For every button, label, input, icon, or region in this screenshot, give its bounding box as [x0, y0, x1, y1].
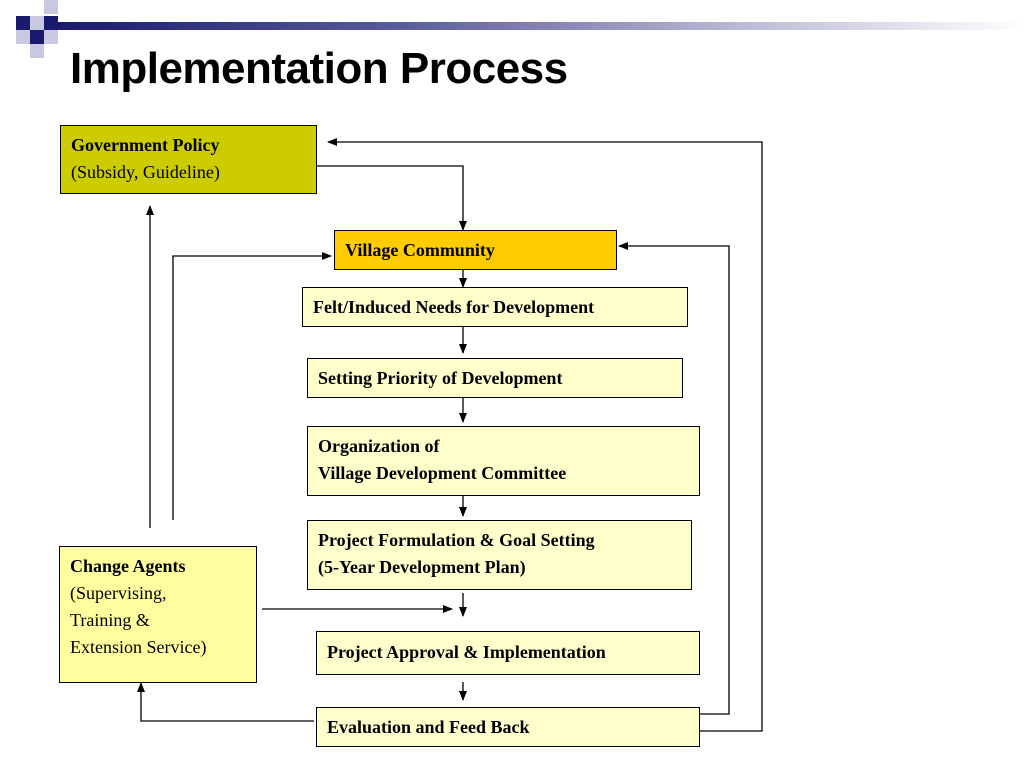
village-community-box: Village Community [334, 230, 617, 270]
organization-box: Organization of Village Development Comm… [307, 426, 700, 496]
evaluation-feedback-box: Evaluation and Feed Back [316, 707, 700, 747]
setting-priority-box: Setting Priority of Development [307, 358, 683, 398]
deco-square [44, 30, 58, 44]
felt-induced-needs-box: Felt/Induced Needs for Development [302, 287, 688, 327]
formulation-line-1: Project Formulation & Goal Setting [318, 530, 595, 550]
arrow-government-to-village [316, 165, 467, 231]
arrow-evaluation-to-government [327, 138, 763, 732]
formulation-line-2: (5-Year Development Plan) [318, 557, 526, 577]
change-agents-line-1: (Supervising, [70, 583, 167, 603]
arrow-evaluation-to-change-agents [137, 682, 314, 722]
organization-line-1: Organization of [318, 436, 440, 456]
deco-square [44, 16, 58, 30]
arrow-change-agents-to-village [172, 252, 332, 520]
change-agents-line-2: Training & [70, 610, 150, 630]
arrow-evaluation-to-village [618, 242, 730, 715]
change-agents-line-3: Extension Service) [70, 637, 207, 657]
deco-square [16, 30, 30, 44]
deco-square [30, 30, 44, 44]
government-policy-title: Government Policy [71, 135, 220, 155]
deco-square [30, 16, 44, 30]
deco-square [16, 16, 30, 30]
government-policy-subtitle: (Subsidy, Guideline) [71, 162, 220, 182]
project-formulation-box: Project Formulation & Goal Setting (5-Ye… [307, 520, 692, 590]
title-bar [58, 22, 1024, 30]
change-agents-box: Change Agents (Supervising, Training & E… [59, 546, 257, 683]
page-title: Implementation Process [70, 44, 568, 93]
organization-line-2: Village Development Committee [318, 463, 567, 483]
deco-square [30, 44, 44, 58]
government-policy-box: Government Policy (Subsidy, Guideline) [60, 125, 317, 194]
change-agents-title: Change Agents [70, 556, 186, 576]
project-approval-box: Project Approval & Implementation [316, 631, 700, 675]
deco-square [44, 0, 58, 14]
